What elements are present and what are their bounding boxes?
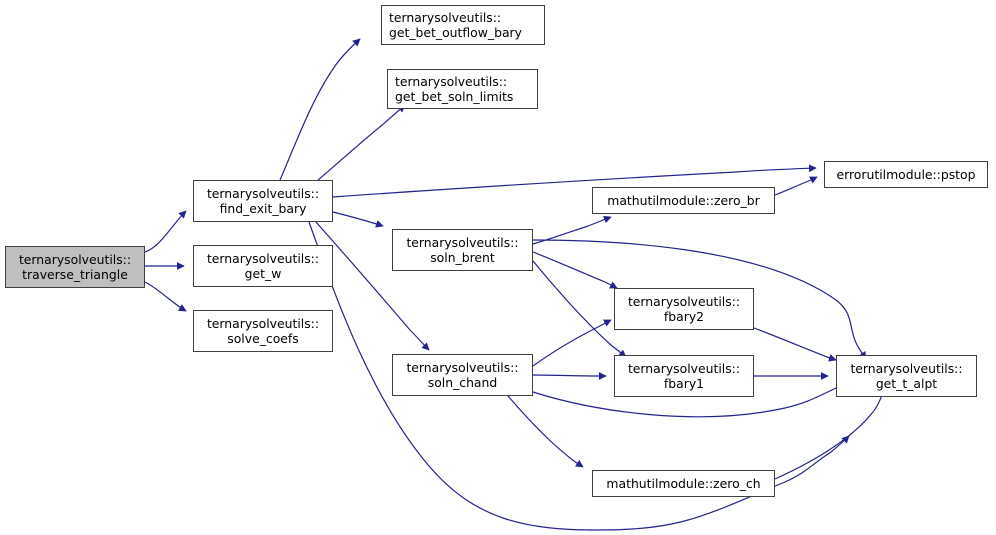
node-label-line1: ternarysolveutils:: [406,359,519,375]
node-get_w[interactable]: ternarysolveutils::get_w [193,245,333,287]
node-label-line1: ternarysolveutils:: [406,234,519,250]
edge-traverse_triangle-to-find_exit_bary [144,210,187,253]
node-label-line2: get_w [244,266,282,281]
node-fbary2[interactable]: ternarysolveutils::fbary2 [614,288,754,330]
node-soln_brent[interactable]: ternarysolveutils::soln_brent [392,229,533,271]
node-get_t_alpt[interactable]: ternarysolveutils::get_t_alpt [836,355,977,397]
edge-find_exit_bary-to-get_t_alpt [308,221,850,531]
node-get_bet_outflow_bary[interactable]: ternarysolveutils::get_bet_outflow_bary [381,5,545,45]
node-label-line1: ternarysolveutils:: [206,250,320,266]
edge-traverse_triangle-to-solve_coefs [144,281,187,312]
node-label-line1: ternarysolveutils:: [18,251,132,267]
node-label-line1: errorutilmodule::pstop [836,166,976,182]
edge-soln_chand-to-fbary1 [532,372,607,380]
node-label-line2: solve_coefs [227,331,299,346]
node-traverse_triangle[interactable]: ternarysolveutils::traverse_triangle [5,246,145,288]
edge-find_exit_bary-to-soln_brent [332,211,384,228]
edge-find_exit_bary-to-soln_chand [315,221,430,351]
node-label-line2: find_exit_bary [219,201,307,216]
node-label-line2: soln_brent [430,250,495,265]
edge-soln_brent-to-fbary2 [532,251,618,289]
node-label-line1: ternarysolveutils:: [206,185,320,201]
node-zero_br[interactable]: mathutilmodule::zero_br [592,187,775,214]
edge-find_exit_bary-to-get_bet_soln_limits [317,104,406,181]
node-label-line2: fbary2 [663,309,705,324]
edge-soln_brent-to-get_t_alpt [532,239,867,360]
node-label-line1: ternarysolveutils:: [850,360,963,376]
node-label-line1: ternarysolveutils:: [206,315,320,331]
node-label-line1: ternarysolveutils:: [395,73,508,89]
node-fbary1[interactable]: ternarysolveutils::fbary1 [614,355,754,397]
node-solve_coefs[interactable]: ternarysolveutils::solve_coefs [193,310,333,352]
edge-zero_ch-to-get_t_alpt [774,384,888,480]
edge-soln_chand-to-zero_ch [507,395,584,468]
node-label-line2: get_bet_soln_limits [395,89,514,104]
edge-soln_brent-to-fbary1 [532,260,627,358]
node-pstop[interactable]: errorutilmodule::pstop [824,161,988,188]
edge-soln_brent-to-zero_br [532,215,612,245]
edge-find_exit_bary-to-get_bet_outflow_bary [279,38,361,181]
node-find_exit_bary[interactable]: ternarysolveutils::find_exit_bary [193,180,333,222]
edge-find_exit_bary-to-pstop [332,164,817,198]
edge-soln_chand-to-fbary2 [532,319,612,367]
node-soln_chand[interactable]: ternarysolveutils::soln_chand [392,354,533,396]
node-label-line1: ternarysolveutils:: [389,9,502,25]
node-label-line1: mathutilmodule::zero_ch [606,475,761,491]
node-zero_ch[interactable]: mathutilmodule::zero_ch [592,470,775,497]
node-label-line2: traverse_triangle [22,267,128,282]
edge-zero_br-to-pstop [774,176,818,196]
node-label-line2: fbary1 [663,376,705,391]
node-label-line1: ternarysolveutils:: [627,293,741,309]
node-label-line2: soln_chand [427,375,498,390]
node-label-line1: ternarysolveutils:: [627,360,741,376]
edge-fbary2-to-get_t_alpt [753,327,837,362]
node-get_bet_soln_limits[interactable]: ternarysolveutils::get_bet_soln_limits [387,69,538,109]
node-label-line2: get_t_alpt [875,376,938,391]
node-label-line1: mathutilmodule::zero_br [607,192,760,208]
node-label-line2: get_bet_outflow_bary [389,25,522,40]
